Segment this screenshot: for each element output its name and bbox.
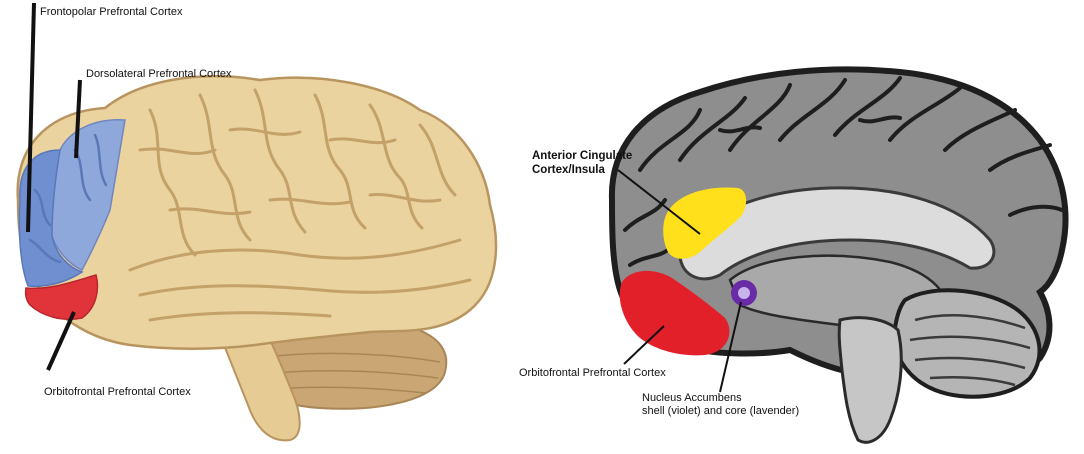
label-nucleus-line2: shell (violet) and core (lavender) <box>642 405 800 418</box>
orbitofrontal-region <box>24 274 99 320</box>
cerebrum-lateral <box>16 74 498 350</box>
brainstem-medial <box>837 316 903 444</box>
label-frontopolar: Frontopolar Prefrontal Cortex <box>40 6 183 18</box>
medial-brain <box>608 66 1069 444</box>
label-orbitofrontal-right: Orbitofrontal Prefrontal Cortex <box>519 367 666 379</box>
label-anterior-cingulate: Anterior Cingulate Cortex/Insula <box>532 150 632 178</box>
anterior-cingulate-region <box>663 187 747 259</box>
brainstem-lateral <box>220 339 301 442</box>
label-nucleus-accumbens: Nucleus Accumbens shell (violet) and cor… <box>642 392 799 418</box>
label-dorsolateral: Dorsolateral Prefrontal Cortex <box>86 68 232 80</box>
label-nucleus-line1: Nucleus Accumbens <box>642 392 742 404</box>
nucleus-accumbens-core <box>738 287 750 299</box>
corpus-callosum <box>678 186 996 281</box>
label-orbitofrontal-left: Orbitofrontal Prefrontal Cortex <box>44 386 191 398</box>
lateral-brain <box>16 2 498 442</box>
orbitofrontal-medial-region <box>619 270 730 356</box>
label-anterior-cingulate-line1: Anterior Cingulate <box>532 150 633 162</box>
frontopolar-region <box>18 149 84 288</box>
label-anterior-cingulate-line2: Cortex/Insula <box>532 163 605 176</box>
